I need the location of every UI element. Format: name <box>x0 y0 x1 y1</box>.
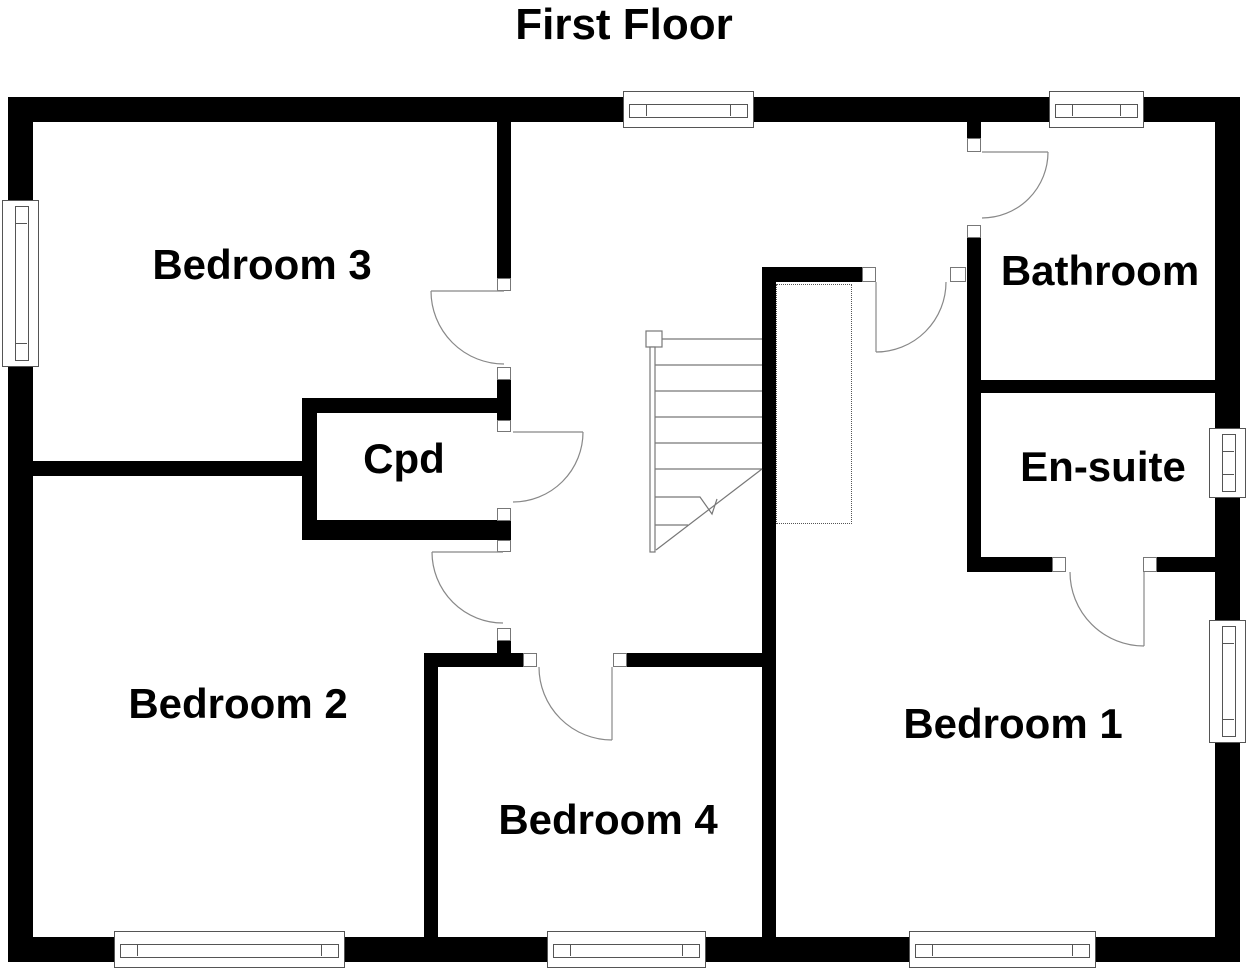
door-jamb <box>1143 557 1157 572</box>
ensuite-window-icon <box>1209 428 1246 498</box>
window-glazing <box>1221 434 1236 492</box>
wall-cpd-top <box>302 398 511 413</box>
bedroom1-door-icon <box>875 281 947 353</box>
door-jamb <box>613 653 627 667</box>
window-cap <box>682 943 683 956</box>
room-label-ensuite: En-suite <box>1020 443 1186 490</box>
window-cap <box>137 943 138 956</box>
wall-outer-right <box>1215 97 1240 962</box>
window-glazing <box>629 103 748 118</box>
door-jamb <box>862 267 876 282</box>
window-cap <box>1072 103 1073 116</box>
stair-break-line <box>655 468 763 551</box>
wall-bathroom-ensuite-divider <box>967 380 1215 393</box>
room-label-bedroom4: Bedroom 4 <box>498 796 718 843</box>
room-label-bedroom1: Bedroom 1 <box>903 700 1123 747</box>
bathroom-window-icon <box>1049 91 1144 128</box>
window-cap <box>932 943 933 956</box>
page-title: First Floor <box>515 0 733 49</box>
window-cap <box>1221 474 1234 475</box>
door-jamb <box>497 540 511 552</box>
landing-window-icon <box>623 91 754 128</box>
stair-stringer <box>649 346 656 553</box>
room-label-bathroom: Bathroom <box>1000 247 1200 294</box>
wall-stairwell <box>762 267 776 937</box>
window-cap <box>321 943 322 956</box>
bedroom1-south-window-icon <box>909 931 1096 968</box>
bedroom3-window-icon <box>2 200 39 367</box>
wall-bedroom4-top-right <box>627 653 776 667</box>
window-glazing <box>1055 103 1138 118</box>
room-label-cpd: Cpd <box>363 435 445 482</box>
wall-bathroom-left <box>967 238 981 572</box>
door-jamb <box>950 267 966 282</box>
wall-cpd-bottom <box>302 520 511 540</box>
stair-void-outline <box>776 284 852 524</box>
window-cap <box>730 103 731 116</box>
bathroom-door-icon <box>981 151 1049 219</box>
window-glazing <box>14 206 29 361</box>
ensuite-door-icon <box>1069 571 1145 647</box>
door-jamb <box>967 225 981 238</box>
door-jamb <box>523 653 537 667</box>
bedroom2-door-icon <box>431 551 504 624</box>
window-cap <box>1221 719 1234 720</box>
bedroom1-east-window-icon <box>1209 620 1246 743</box>
door-jamb <box>497 278 511 291</box>
wall-bathroom-stub-top <box>967 122 981 138</box>
bedroom4-door-icon <box>538 666 613 741</box>
wall-bedroom2-bedroom4-divider <box>424 667 438 937</box>
door-jamb <box>967 138 981 152</box>
bedroom3-door-icon <box>430 290 505 365</box>
window-glazing <box>915 943 1090 958</box>
window-cap <box>1221 643 1234 644</box>
bedroom2-window-icon <box>114 931 345 968</box>
wall-ensuite-bottom-right <box>1157 557 1215 572</box>
stair-break-zigzag <box>655 496 718 516</box>
door-jamb <box>497 628 511 641</box>
window-cap <box>1072 943 1073 956</box>
door-jamb <box>497 508 511 521</box>
door-jamb <box>1052 557 1066 572</box>
window-cap <box>1221 451 1234 452</box>
wall-ensuite-bottom-left <box>967 557 1052 572</box>
wall-bedroom3-right-upper <box>497 122 511 278</box>
room-label-bedroom3: Bedroom 3 <box>152 241 372 288</box>
wall-bedroom2-top <box>33 461 317 476</box>
window-glazing <box>120 943 339 958</box>
wall-bedroom4-door-stub <box>497 641 511 667</box>
room-label-bedroom2: Bedroom 2 <box>128 680 348 727</box>
window-cap <box>14 343 27 344</box>
window-cap <box>570 943 571 956</box>
window-glazing <box>553 943 700 958</box>
window-glazing <box>1221 626 1236 737</box>
wall-landing-stub <box>762 267 862 282</box>
stair-newel <box>645 330 663 348</box>
window-cap <box>14 223 27 224</box>
staircase <box>645 330 763 553</box>
cpd-door-icon <box>512 431 584 503</box>
door-jamb <box>497 367 511 380</box>
bedroom4-window-icon <box>547 931 706 968</box>
window-cap <box>1120 103 1121 116</box>
window-cap <box>646 103 647 116</box>
door-jamb <box>497 420 511 432</box>
